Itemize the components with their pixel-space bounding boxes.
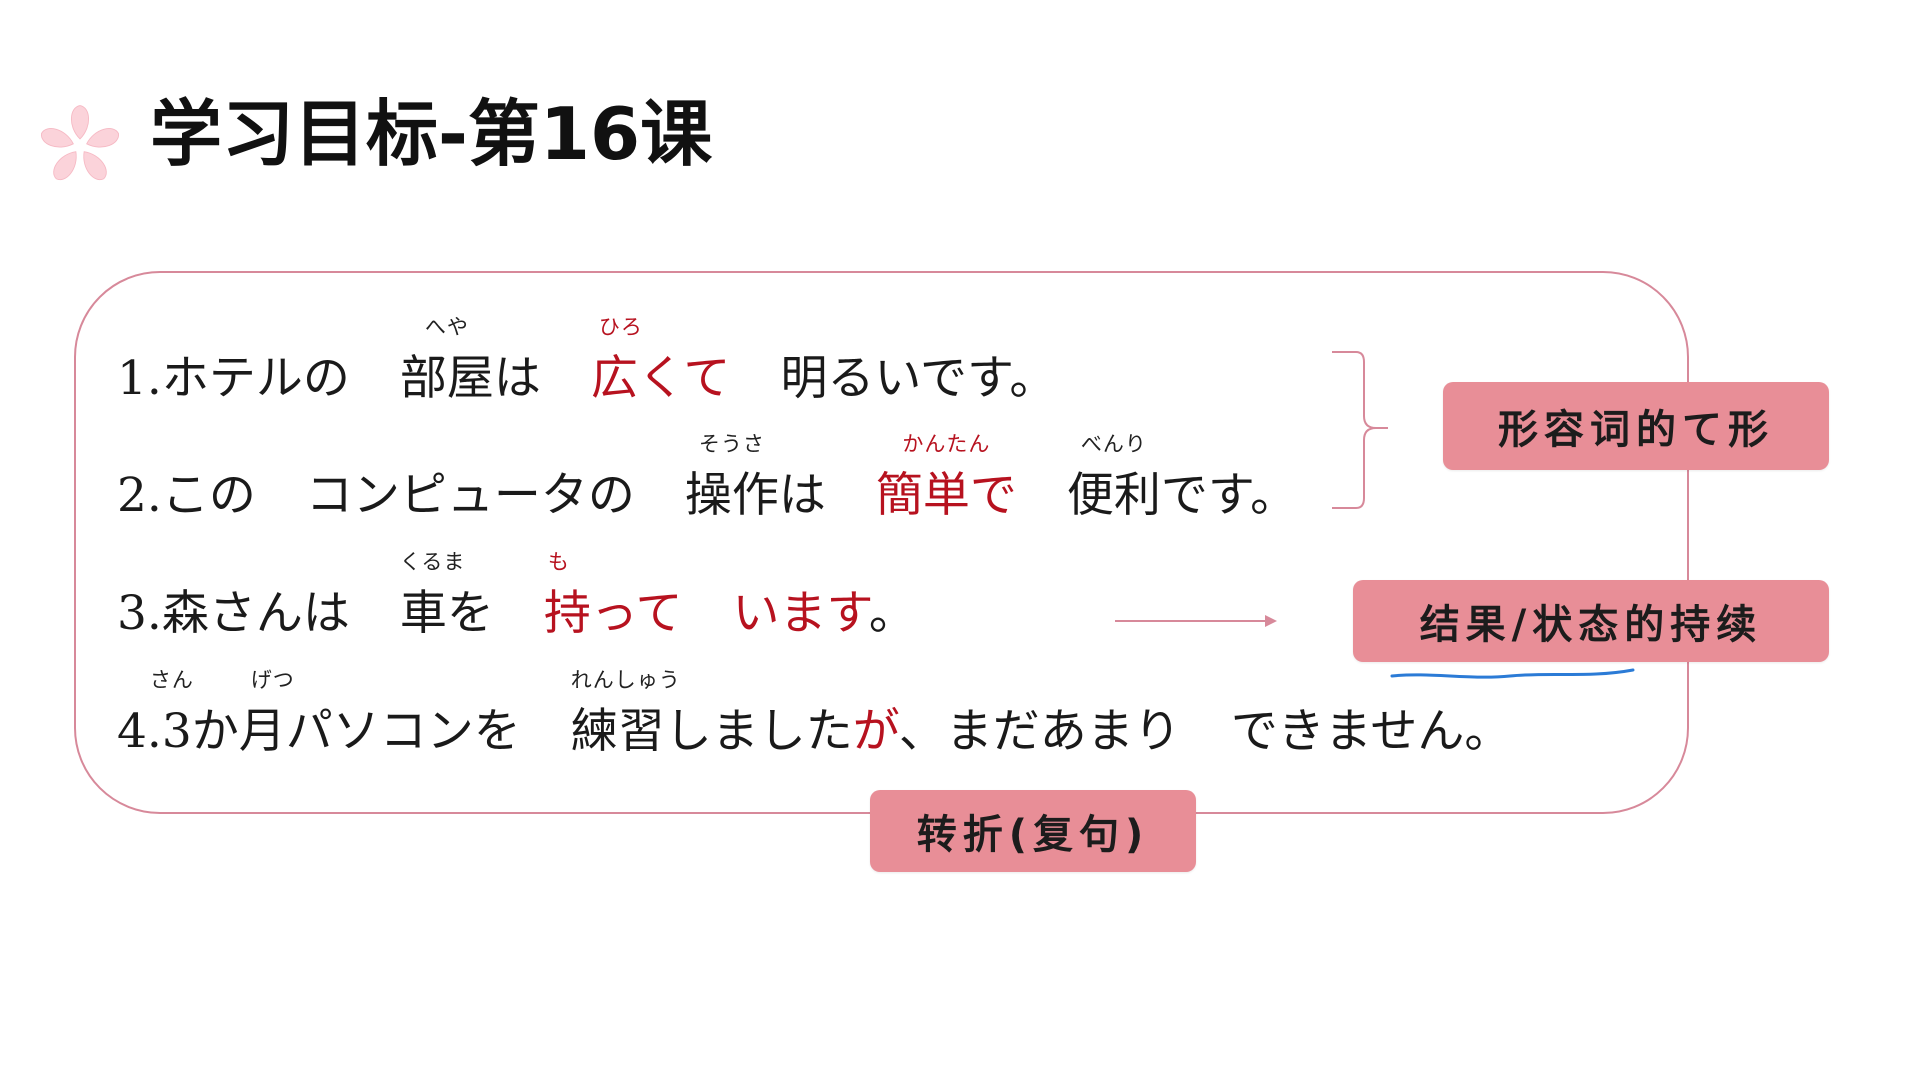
sentence-2: 2.このコンピュータのそうさ操作はかんたん簡単でべんり便利です。 xyxy=(117,432,1298,523)
sakura-icon xyxy=(41,105,119,181)
furigana: さん xyxy=(149,668,194,692)
arrow-right-icon xyxy=(1115,615,1277,627)
highlight-te-form: も持って xyxy=(543,550,683,641)
ruby-word: げつ月 xyxy=(238,668,295,759)
ruby-word: そうさ操作 xyxy=(684,432,779,523)
sentence-text: コンピュータの xyxy=(305,468,635,523)
sentence-3: 3.森さんはくるま車をも持っています。 xyxy=(117,550,916,641)
sentence-number: 3. xyxy=(117,586,162,641)
furigana: も xyxy=(547,550,570,574)
tag-adjective-te-form: 形容词的て形 xyxy=(1443,382,1829,470)
sentence-number: 4. xyxy=(117,704,162,759)
furigana: れんしゅう xyxy=(570,668,681,692)
annotation-underline xyxy=(1390,668,1635,679)
brace-icon xyxy=(1332,351,1388,509)
furigana: かんたん xyxy=(902,432,991,456)
furigana: そうさ xyxy=(698,432,765,456)
sentence-text: 森さんは xyxy=(161,586,350,641)
highlight-te-form: かんたん簡単で xyxy=(875,432,1017,523)
tag-contrast: 转折(复句) xyxy=(870,790,1196,872)
furigana: ひろ xyxy=(598,315,643,339)
sentence-text: 明るいです。 xyxy=(780,351,1057,406)
ruby-word: べんり便利 xyxy=(1066,432,1161,523)
sentence-number: 2. xyxy=(117,468,162,523)
furigana: べんり xyxy=(1080,432,1147,456)
sentence-1: 1.ホテルのへや部屋はひろ広くて明るいです。 xyxy=(117,315,1057,406)
highlight-imasu: います xyxy=(732,586,869,641)
sentence-text: ホテルの xyxy=(161,351,350,406)
slide-title: 学习目标-第16课 xyxy=(150,92,713,176)
ruby-word: へや部屋 xyxy=(399,315,494,406)
furigana: くるま xyxy=(399,550,466,574)
tag-result-state: 结果/状态的持续 xyxy=(1353,580,1829,662)
furigana: へや xyxy=(424,315,469,339)
ruby-word: れんしゅう練習 xyxy=(570,668,681,759)
highlight-te-form: ひろ広くて xyxy=(590,315,731,406)
furigana: げつ xyxy=(250,668,295,692)
highlight-ga: が xyxy=(852,704,899,759)
sentence-number: 1. xyxy=(117,351,162,406)
ruby-word: くるま車 xyxy=(399,550,466,641)
sentence-text: この xyxy=(161,468,256,523)
